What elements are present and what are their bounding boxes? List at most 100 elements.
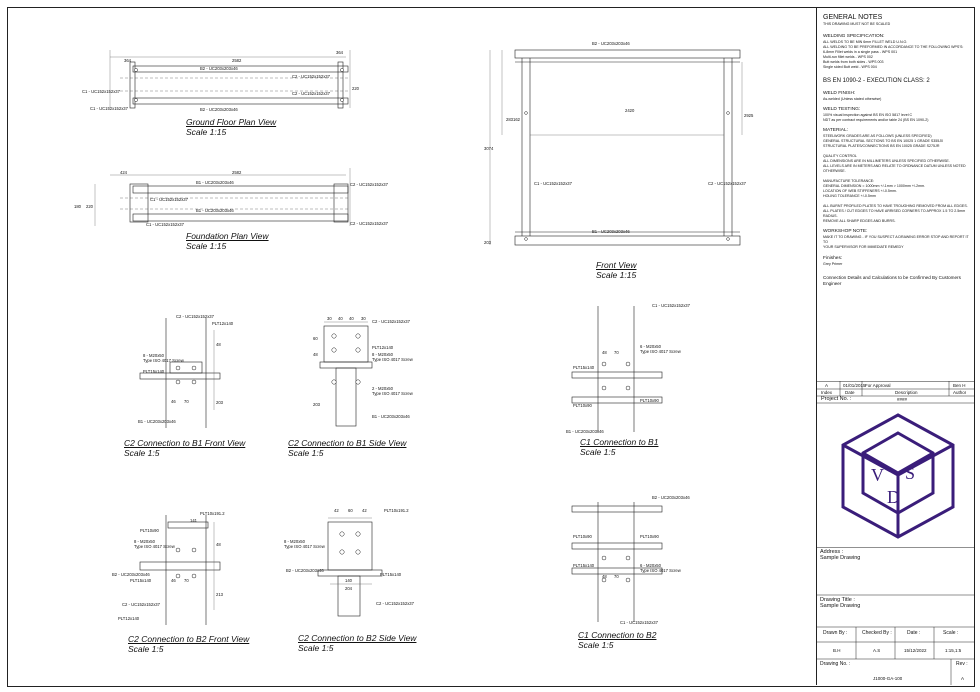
execution-class-title: BS EN 1090-2 - EXECUTION CLASS: 2 [823, 78, 930, 84]
dim-text: 48 [602, 574, 607, 579]
member-label: C2 - UC152x152x37 [350, 182, 389, 187]
plate-label: PLT15x140 [573, 563, 595, 568]
workshop-line: MAKE IT TO DRAWING - IF YOU SUSPECT A DR… [823, 235, 969, 244]
date-label: Date : [907, 630, 921, 636]
title-block: GENERAL NOTES THIS DRAWING MUST NOT BE S… [816, 7, 974, 685]
material-line: GENERAL STRUCTURAL SECTIONS TO BS EN 100… [823, 139, 944, 143]
member-label: B2 - UC203x203x46 [200, 66, 238, 71]
c2-b1-side-drawing [319, 321, 373, 427]
c1-b1-title: C1 Connection to B1 Scale 1:5 [580, 437, 658, 457]
dim-text: 70 [614, 574, 619, 579]
member-label: B2 - UC203x203x46 [200, 107, 238, 112]
dim-text: 2582 [232, 58, 242, 63]
finishes-text: Grey Primer [823, 262, 843, 266]
dim-text: 364 [336, 50, 344, 55]
view-scale: Scale 1:15 [596, 270, 637, 280]
front-view-annotations: 2420 3074 283 162 2925 203 B2 - UC203x20… [484, 41, 754, 245]
dim-text: 2420 [625, 108, 635, 113]
drawing-no-value: J1000-GA-100 [873, 676, 903, 681]
front-view-drawing [489, 49, 743, 246]
welding-line: ALL WELDS TO BE MIN 6mm FILLET WELD U.N.… [823, 40, 908, 44]
general-notes-title: GENERAL NOTES [823, 14, 883, 21]
dim-text: 46 [171, 399, 176, 404]
view-title: Front View [596, 260, 637, 270]
foundation-plan-title: Foundation Plan View Scale 1:15 [186, 231, 269, 251]
member-label: C1 - UC152x152x37 [620, 620, 659, 625]
view-scale: Scale 1:5 [580, 447, 616, 457]
drawing-title-value: Sample Drawing [820, 603, 861, 609]
project-label: Project No. : [821, 396, 852, 402]
member-label: C1 - UC152x152x37 [146, 222, 185, 227]
material-title: MATERIAL: [823, 128, 848, 133]
bolt-label: 8 - M20x50 [284, 539, 306, 544]
member-label: B1 - UC203x203x46 [372, 414, 410, 419]
view-title: Foundation Plan View [186, 231, 269, 241]
dim-text: 48 [216, 542, 221, 547]
material-line: STRUCTURAL PLATES/CONNECTIONS BS EN 1002… [823, 144, 940, 148]
view-scale: Scale 1:5 [124, 448, 160, 458]
weld-finish-text: As-welded (Unless stated otherwise) [823, 97, 882, 101]
info-grid-lines [817, 547, 974, 685]
dim-text: 30 [361, 316, 366, 321]
dim-text: 213 [216, 592, 224, 597]
bolt-label: Type ISO 4017 Screw [134, 544, 176, 549]
bolt-label: 6 - M20x50 [640, 563, 662, 568]
drawn-by-value: B.H [833, 648, 841, 653]
member-label: C2 - UC152x152x37 [176, 314, 215, 319]
drawing-no-label: Drawing No. : [820, 661, 851, 667]
dim-text: 2582 [232, 170, 242, 175]
member-label: B1 - UC203x203x46 [138, 419, 176, 424]
plate-label: PLT10x191.2 [384, 508, 409, 513]
checked-by-label: Checked By : [862, 630, 892, 636]
view-scale: Scale 1:5 [288, 448, 324, 458]
bolt-label: 8 - M20x50 [372, 352, 394, 357]
dim-text: 220 [86, 204, 94, 209]
logo-letter: S [905, 463, 915, 483]
dim-text: 70 [614, 350, 619, 355]
dim-text: 203 [216, 400, 224, 405]
bolt-label: Type ISO 4017 Screw [640, 568, 682, 573]
plate-label: PLT10x90 [640, 398, 659, 403]
bolt-label: Type ISO 4017 Screw [640, 349, 682, 354]
welding-line: ALL WELDING TO BE PREFORMED IN ACCORDANC… [823, 45, 964, 49]
dim-text: 204 [345, 586, 353, 591]
dim-text: 46 [171, 578, 176, 583]
welding-line: Single sided Butt weld - WPS 004 [823, 65, 877, 69]
bolt-label: Type ISO 4017 Screw [143, 358, 185, 363]
address-value: Sample Drawing [820, 555, 861, 561]
dim-text: 60 [348, 508, 353, 513]
member-label: C2 - UC152x152x37 [372, 319, 411, 324]
dim-text: 2925 [744, 113, 754, 118]
member-label: B1 - UC203x203x46 [196, 180, 234, 185]
dim-text: 283 [506, 117, 514, 122]
weld-testing-line: 100% visual inspection against BS EN ISO… [823, 113, 913, 117]
bolt-label: 8 - M20x50 [134, 539, 156, 544]
dim-text: 141 [190, 518, 198, 523]
revision-description: For Approval [865, 383, 891, 388]
c2-b1-front-title: C2 Connection to B1 Front View Scale 1:5 [124, 438, 245, 458]
front-view-title: Front View Scale 1:15 [596, 260, 636, 280]
member-label: B2 - UC203x203x46 [592, 41, 630, 46]
logo-letter: V [871, 465, 884, 485]
dim-text: 203 [484, 240, 492, 245]
general-notes-text: THIS DRAWING MUST NOT BE SCALED [823, 22, 891, 26]
view-scale: Scale 1:15 [186, 241, 227, 251]
bolt-label: 6 - M20x50 [640, 344, 662, 349]
c2-b2-side-annotations: PLT10x191.2 8 - M20x50 Type ISO 4017 Scr… [284, 508, 415, 606]
dim-text: 40 [338, 316, 343, 321]
c2-b2-side-title: C2 Connection to B2 Side View Scale 1:5 [298, 633, 416, 653]
weld-testing-line: NDT as per contract requirements and/or … [823, 118, 929, 122]
drawing-sheet-border [7, 7, 975, 687]
drawn-by-label: Drawn By : [823, 630, 848, 636]
member-label: C2 - UC152x152x37 [292, 91, 331, 96]
plate-label: PLT15x140 [380, 572, 402, 577]
plate-label: PLT12x140 [372, 345, 394, 350]
c2-b2-front-drawing [139, 515, 221, 625]
dim-text: 48 [313, 352, 318, 357]
welding-line: 6-8mm Fillet welds in a single pass - WP… [823, 50, 898, 54]
c2-b2-side-drawing [317, 517, 383, 617]
view-scale: Scale 1:5 [298, 643, 334, 653]
bolt-label: 2 - M20x50 [372, 386, 394, 391]
revision-header-description: Description [895, 390, 918, 395]
ground-floor-plan-title: Ground Floor Plan View Scale 1:15 [186, 117, 276, 137]
